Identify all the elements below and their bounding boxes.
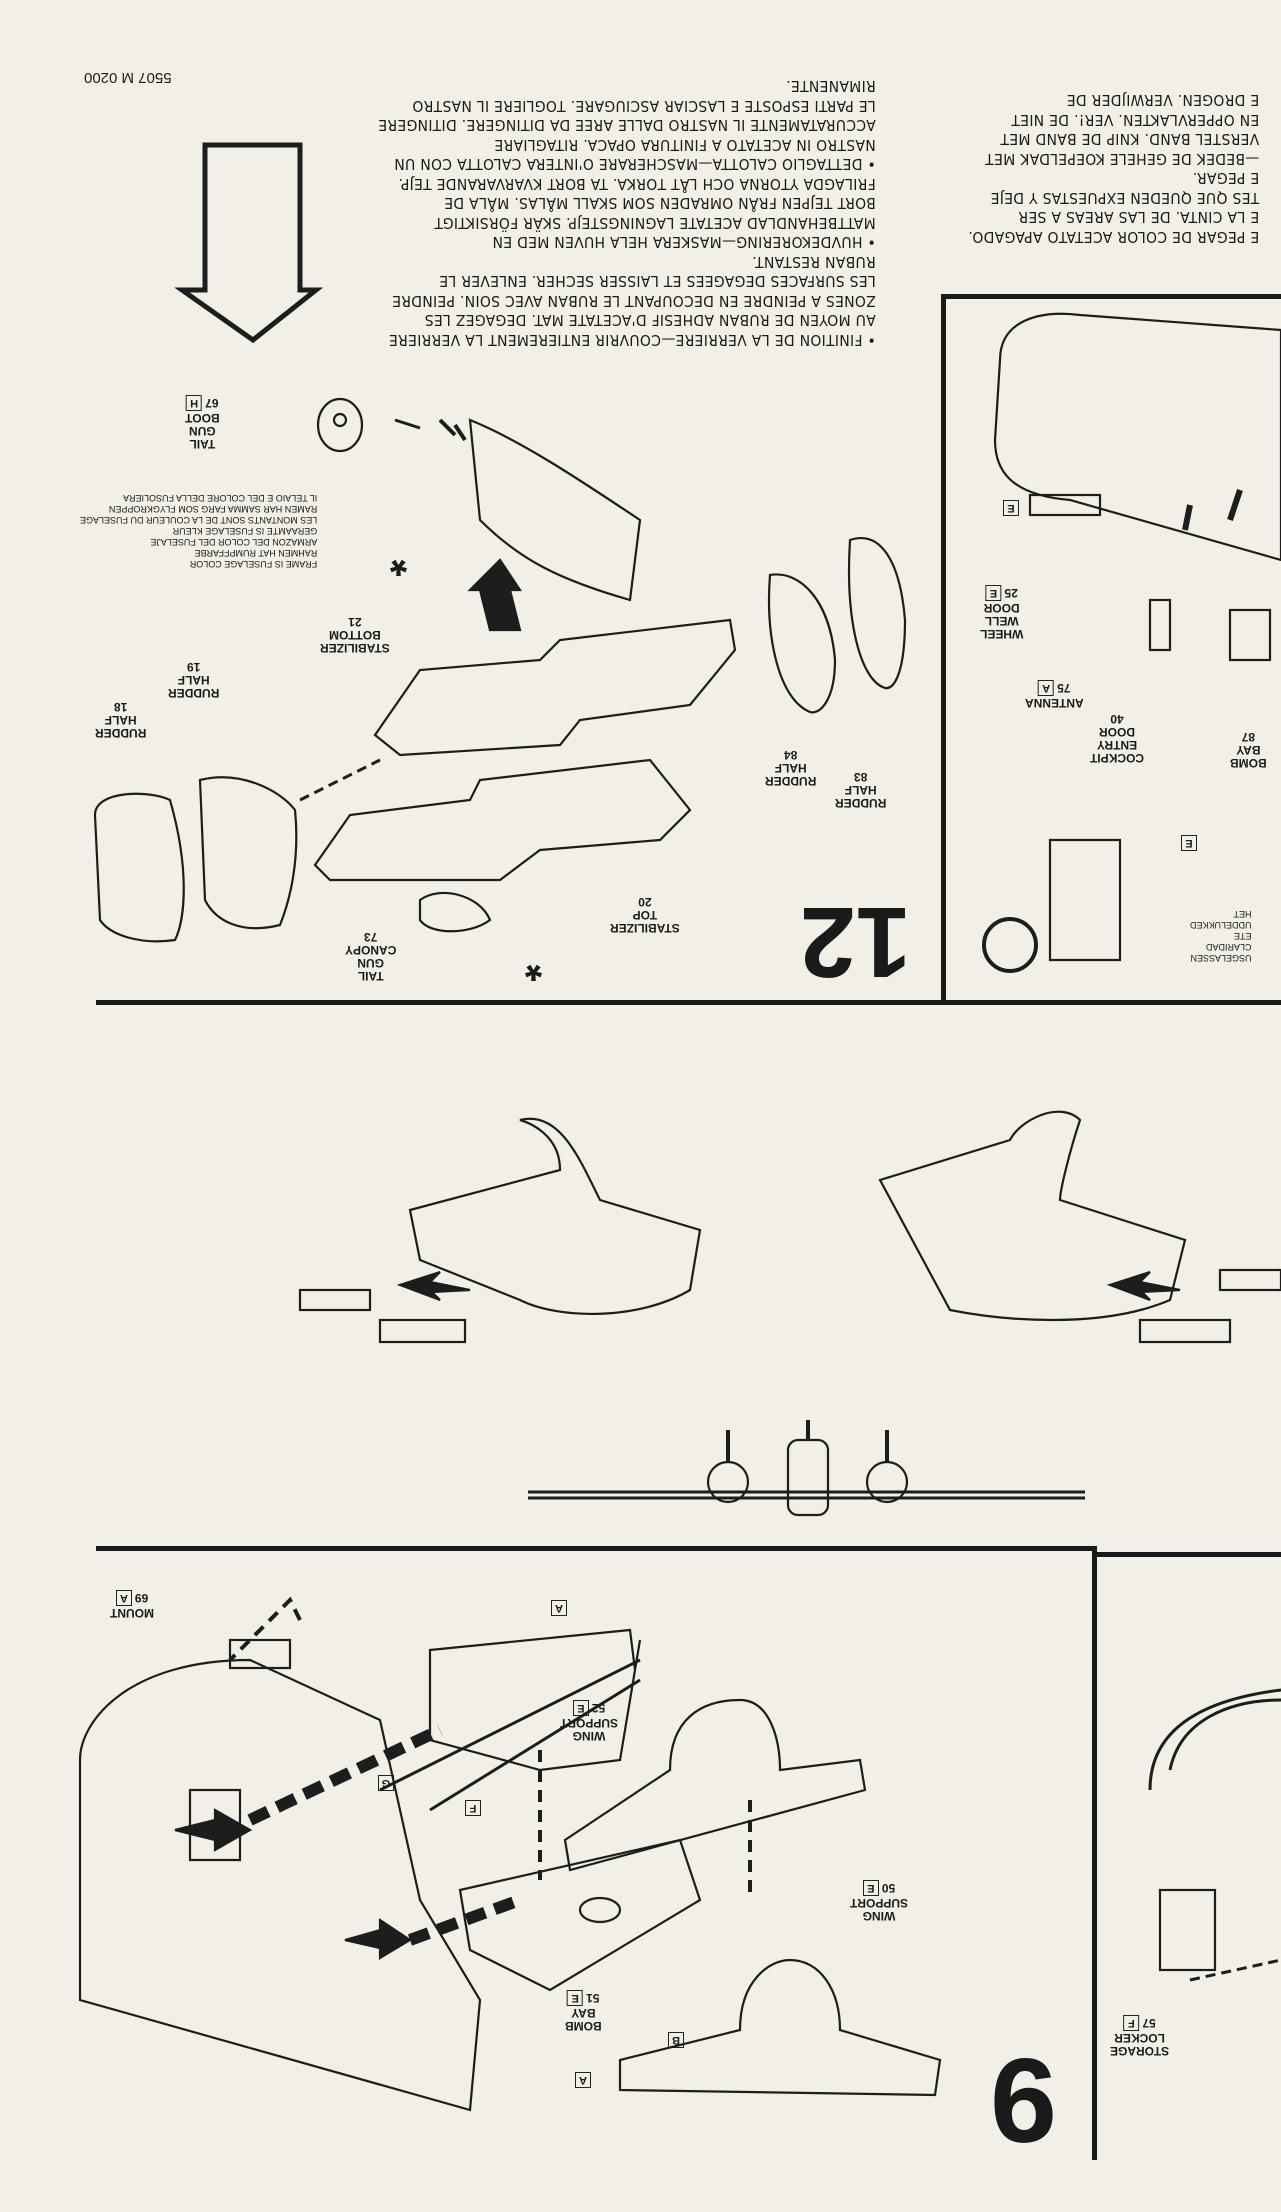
wing-support-52 <box>428 1628 642 1772</box>
solid-arrow-icon <box>467 558 523 632</box>
stabilizer-bottom <box>373 618 737 757</box>
tail-gun-canopy <box>418 891 492 933</box>
fuselage-cockpit <box>993 312 1281 562</box>
clear-parts-icon <box>982 917 1038 973</box>
tail-assembly-right <box>878 1110 1187 1322</box>
rudder-half-19 <box>198 776 298 930</box>
step-12-bottom-rule <box>96 1000 1281 1005</box>
bomb-bay-51 <box>458 1838 702 1992</box>
mount-part <box>228 1638 292 1670</box>
direction-arrow-icon <box>174 142 324 344</box>
step-12-right-box-side <box>941 294 946 1004</box>
fuselage-half <box>78 1658 482 2112</box>
fuselage-tail <box>468 418 642 602</box>
step-9-right-rule <box>1092 1546 1097 2160</box>
step-right-top-rule <box>1094 1552 1281 1557</box>
bomb-bay-assembly <box>618 1958 942 2097</box>
rudder-half-83 <box>847 537 907 690</box>
step-9-top-rule <box>96 1546 1096 1551</box>
wing-support-50 <box>563 1698 867 1872</box>
step-12-right-box-top <box>941 294 1281 299</box>
stabilizer-top <box>313 758 692 882</box>
rudder-half-18 <box>93 792 185 943</box>
storage-locker <box>1158 1888 1217 1972</box>
rudder-half-84 <box>767 573 837 714</box>
tail-assembly-left <box>408 1117 702 1316</box>
tail-gun-boot <box>316 397 364 453</box>
front-view-aircraft <box>528 1490 1085 1500</box>
